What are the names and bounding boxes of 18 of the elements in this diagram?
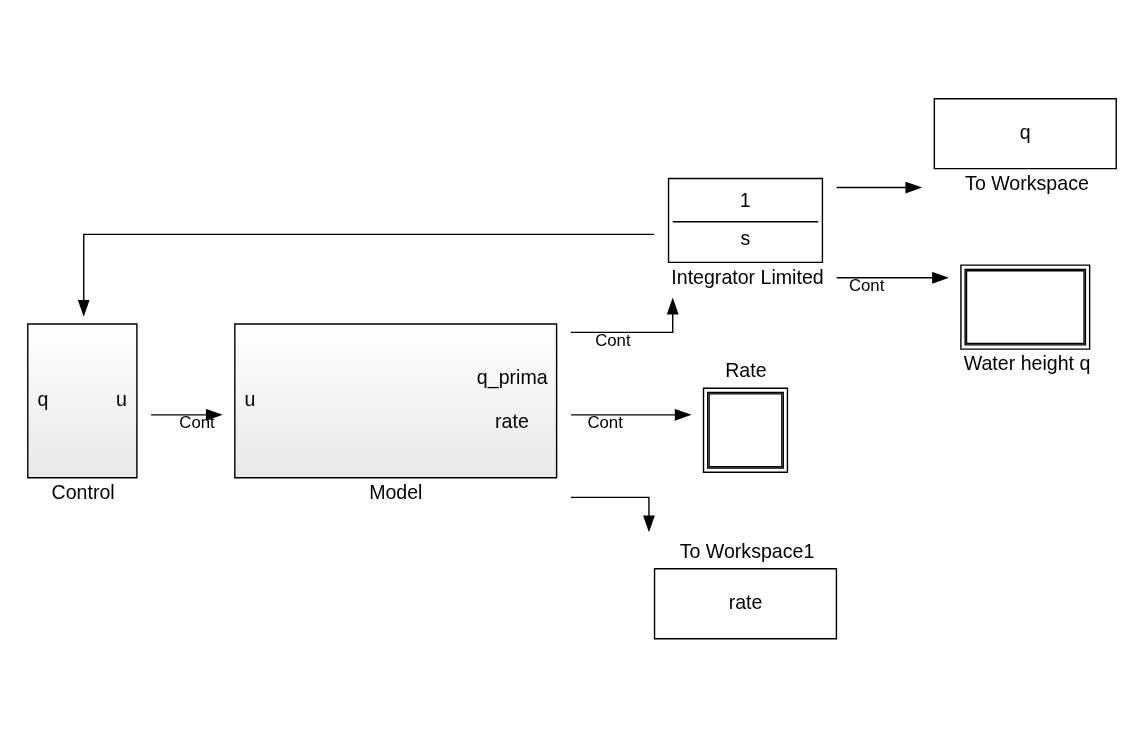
node-label: Water height q	[963, 351, 1091, 374]
node-label: To Workspace1	[679, 539, 815, 562]
node-label: Integrator Limited	[671, 265, 824, 288]
arrow	[150, 408, 223, 421]
arrow	[836, 181, 923, 193]
arrow	[570, 297, 679, 333]
edge-label: Cont	[179, 412, 215, 432]
node-label: Rate	[725, 358, 767, 381]
arrow	[570, 496, 655, 532]
node-label: To Workspace	[965, 171, 1089, 194]
edge-label: Cont	[587, 412, 623, 432]
arrow	[570, 408, 692, 421]
edge-label: Cont	[595, 330, 631, 350]
node-label: Control	[51, 480, 115, 503]
arrow	[836, 271, 949, 284]
node-label: Model	[369, 480, 423, 503]
arrow	[77, 233, 655, 317]
edge-label: Cont	[848, 275, 885, 295]
